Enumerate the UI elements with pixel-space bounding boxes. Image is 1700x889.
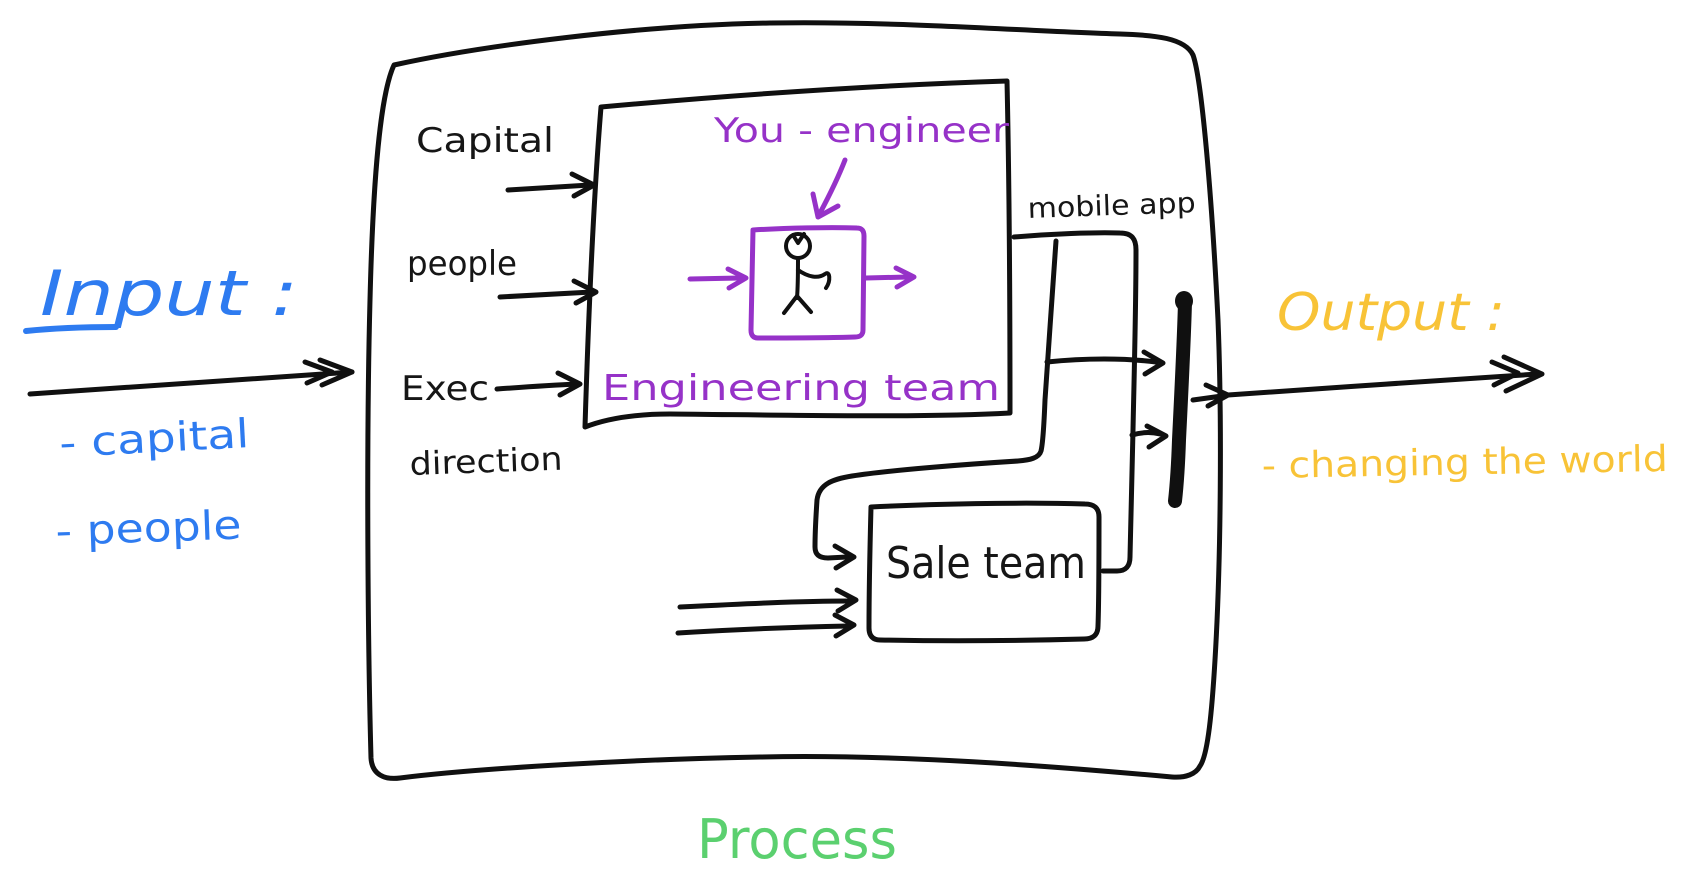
mobile-app-pipe (1011, 230, 1169, 574)
output-label-group: Output : - changing the world (1261, 283, 1668, 487)
capital-arrow (505, 171, 597, 199)
bar-to-edge-arrow (1190, 382, 1231, 409)
engineering-to-sales-pipe (812, 238, 1059, 571)
sales-input-arrow-2 (675, 612, 857, 639)
output-item-changing-world: - changing the world (1261, 439, 1668, 487)
sale-team-label: Sale team (886, 538, 1086, 589)
you-engineer-label: You - engineer (713, 111, 1009, 151)
resource-labels: Capital people Exec direction (401, 121, 563, 483)
output-combiner-bar (1168, 291, 1193, 508)
input-item-capital: - capital (58, 411, 250, 467)
input-title-underline (23, 324, 119, 334)
input-item-people: - people (55, 503, 242, 555)
output-title: Output : (1277, 283, 1505, 343)
engineer-stick-figure (782, 232, 832, 315)
process-title: Process (697, 808, 897, 871)
engineer-out-arrow (863, 265, 917, 290)
direction-label: direction (409, 440, 563, 483)
input-title: Input : (40, 257, 298, 330)
input-arrow (27, 357, 355, 397)
sales-input-arrow-1 (677, 587, 859, 614)
pipe-to-bar-arrow (1044, 349, 1166, 377)
exec-direction-arrow (494, 370, 583, 398)
process-box (365, 20, 1223, 781)
mobile-app-label: mobile app (1027, 186, 1196, 225)
capital-label: Capital (416, 121, 554, 161)
people-label: people (407, 244, 517, 284)
people-arrow (497, 278, 599, 306)
engineering-team-box (582, 78, 1013, 430)
output-arrow (1225, 354, 1545, 398)
engineer-in-arrow (687, 266, 749, 291)
you-engineer-arrow (810, 157, 848, 220)
exec-label: Exec (401, 369, 489, 409)
sale-team-box (866, 500, 1102, 644)
engineering-team-label: Engineering team (602, 368, 1000, 409)
engineer-inner-box (748, 225, 867, 341)
input-label-group: Input : - capital - people (23, 257, 298, 555)
